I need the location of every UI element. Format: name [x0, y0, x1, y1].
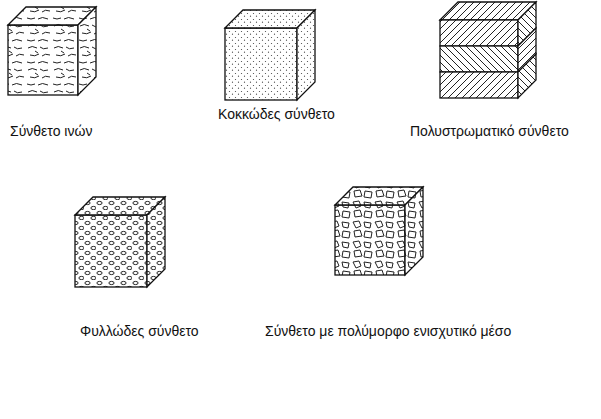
caption-label: Φυλλώδες σύνθετο: [80, 323, 199, 340]
caption-label: Κοκκώδες σύνθετο: [218, 106, 335, 123]
caption-label: Πολυστρωματικό σύνθετο: [410, 123, 569, 140]
cube-face: [8, 25, 78, 95]
cube-face: [78, 7, 96, 95]
cube-face: [75, 215, 147, 287]
cube-face: [225, 28, 297, 100]
cube-face: [405, 187, 423, 275]
cube-face: [297, 10, 315, 100]
cube-layer: [518, 54, 536, 98]
cube-layer: [440, 72, 518, 98]
caption-label: Σύνθετο με πολύμορφο ενισχυτικό μέσο: [265, 323, 511, 340]
caption-label: Σύνθετο ινών: [10, 123, 92, 140]
cube-layer: [440, 20, 518, 46]
cube-face: [147, 197, 165, 287]
cube-layer: [440, 46, 518, 72]
cube-face: [335, 205, 405, 275]
